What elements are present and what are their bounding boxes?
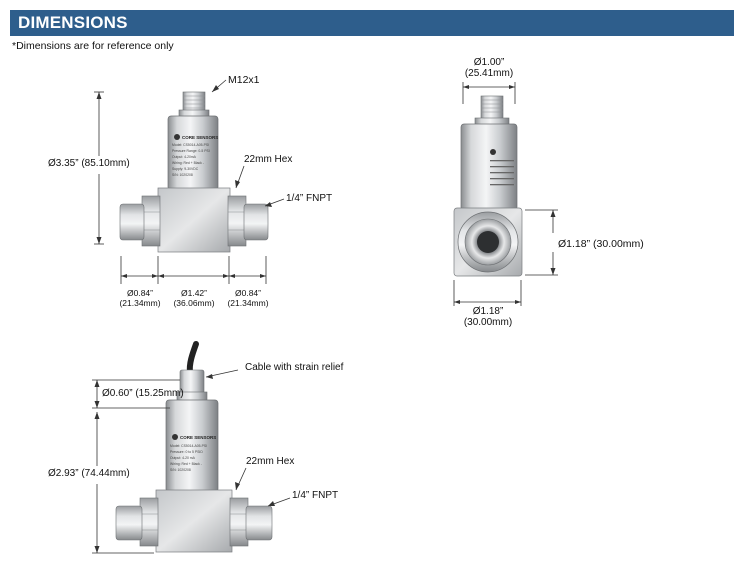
page-title: DIMENSIONS xyxy=(18,13,128,32)
thread-label: 1/4” FNPT xyxy=(292,490,339,501)
right-fitting-dimension: Ø0.84” (21.34mm) xyxy=(218,288,278,308)
housing-label-line: Pressure: 0 to 5 PSID xyxy=(170,450,203,454)
dimension-metric: (25.41mm) xyxy=(464,68,514,79)
reference-note: *Dimensions are for reference only xyxy=(12,40,174,52)
block-width-dimension: Ø1.18” (30.00mm) xyxy=(452,306,524,328)
housing-label-line: Pressure Range: 0-5 PSI xyxy=(172,149,210,153)
figure2-dimension-lines xyxy=(453,82,558,306)
height-dimension-label: Ø3.35” (85.10mm) xyxy=(48,158,130,169)
hex-label: 22mm Hex xyxy=(244,154,293,165)
dimension-value: Ø1.42” xyxy=(181,288,207,298)
housing-label-line: S/N: 1020208 xyxy=(172,173,193,177)
connector-label: M12x1 xyxy=(228,74,260,86)
dimension-metric: (21.34mm) xyxy=(119,298,161,308)
dimension-metric: (30.00mm) xyxy=(463,317,513,328)
housing-label-line: Model: CS5014-A05-PSI xyxy=(170,444,207,448)
housing-label-line: Wiring: Red + Black - xyxy=(172,161,204,165)
sensor-front-view: CORE SENSORS Model: CS5014-A05-PSI Press… xyxy=(119,91,269,253)
top-diameter-label: Ø0.60” (15.25mm) xyxy=(102,388,184,399)
body-width-dimension: Ø1.42” (36.06mm) xyxy=(164,288,224,308)
height-dimension-label: Ø2.93” (74.44mm) xyxy=(48,468,130,479)
dimension-metric: (21.34mm) xyxy=(227,298,269,308)
hex-label: 22mm Hex xyxy=(246,456,295,467)
sensor-side-view xyxy=(453,95,523,277)
thread-label: 1/4” FNPT xyxy=(286,193,333,204)
housing-label-line: Model: CS5014-A05-PSI xyxy=(172,143,209,147)
housing-label-line: Output: 4-20mA xyxy=(172,155,197,159)
housing-label-line: Wiring: Red + Black - xyxy=(170,462,202,466)
dimension-metric: (36.06mm) xyxy=(173,298,215,308)
dimension-value: Ø0.84” xyxy=(235,288,261,298)
dimension-value: Ø1.18” xyxy=(472,306,504,317)
block-height-dimension: Ø1.18” (30.00mm) xyxy=(558,238,644,250)
header-bar: DIMENSIONS xyxy=(10,10,734,36)
left-fitting-dimension: Ø0.84” (21.34mm) xyxy=(110,288,170,308)
dimension-value: Ø1.00” xyxy=(473,57,505,68)
sensor-cable-view: CORE SENSORS Model: CS5014-A05-PSI Press… xyxy=(115,341,273,553)
housing-label-line: S/N: 1020208 xyxy=(170,468,191,472)
housing-brand-text: CORE SENSORS xyxy=(182,135,218,140)
housing-label-line: Output: 4-20 mA xyxy=(170,456,196,460)
housing-brand-text: CORE SENSORS xyxy=(180,435,216,440)
cable-label: Cable with strain relief xyxy=(245,362,344,373)
housing-label-line: Supply: 9-30VDC xyxy=(172,167,199,171)
top-diameter-dimension: Ø1.00” (25.41mm) xyxy=(454,57,524,79)
dimension-value: Ø0.84” xyxy=(127,288,153,298)
